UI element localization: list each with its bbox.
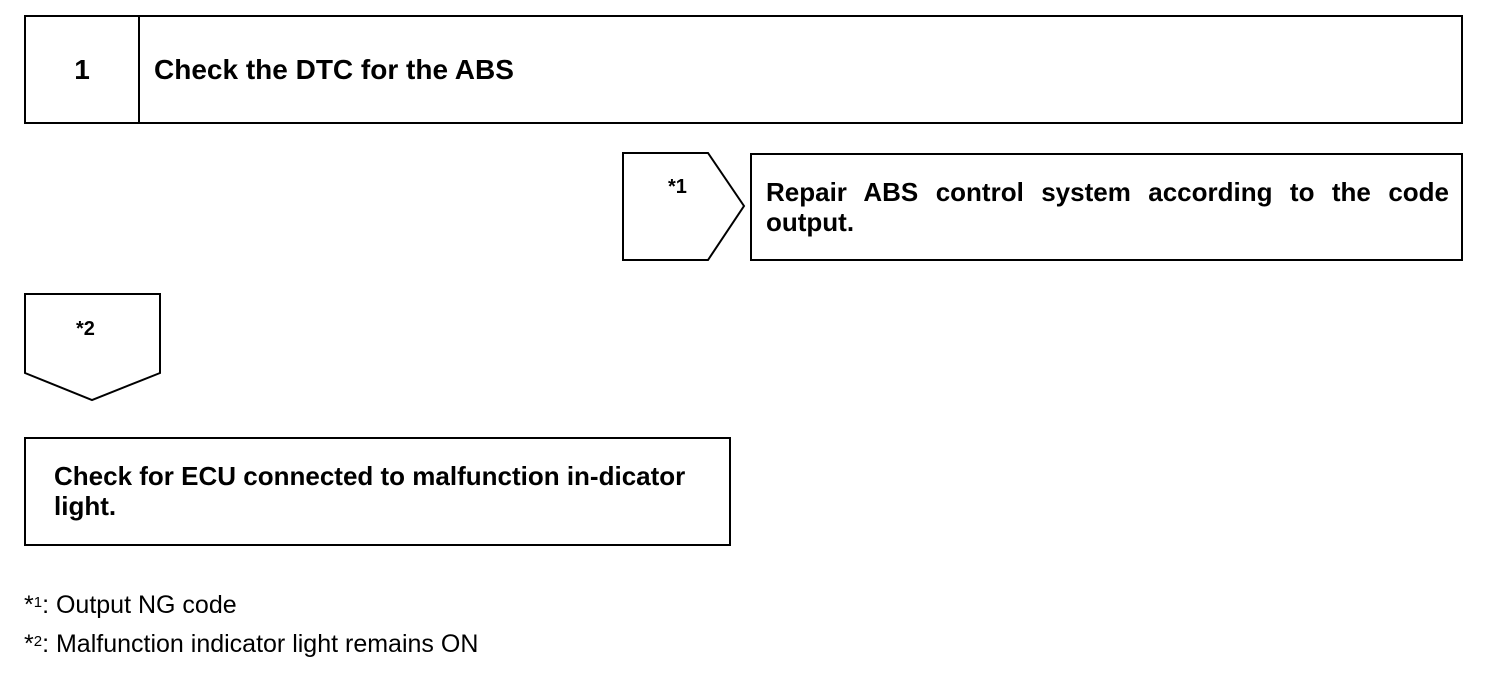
step-number: 1 bbox=[26, 17, 140, 122]
branch-down-label: *2 bbox=[76, 318, 95, 340]
repair-result-text: Repair ABS control system according to t… bbox=[766, 177, 1449, 237]
legend-mark: * bbox=[24, 630, 34, 658]
legend-sup: 2 bbox=[33, 633, 43, 650]
ecu-check-box: Check for ECU connected to malfunction i… bbox=[24, 437, 731, 546]
legend-item: *1: Output NG code bbox=[24, 590, 237, 620]
step-box: 1 Check the DTC for the ABS bbox=[24, 15, 1463, 124]
right-arrow-shape bbox=[622, 152, 746, 261]
legend-item: *2: Malfunction indicator light remains … bbox=[24, 629, 478, 659]
branch-right-label: *1 bbox=[668, 176, 687, 198]
legend-mark: * bbox=[24, 591, 34, 619]
repair-result-box: Repair ABS control system according to t… bbox=[750, 153, 1463, 261]
legend-text: : Output NG code bbox=[42, 591, 237, 619]
step-title: Check the DTC for the ABS bbox=[154, 53, 514, 85]
down-arrow-shape bbox=[24, 293, 161, 402]
ecu-check-text: Check for ECU connected to malfunction i… bbox=[54, 461, 686, 521]
legend-sup: 1 bbox=[33, 594, 43, 611]
legend-text: : Malfunction indicator light remains ON bbox=[42, 630, 479, 658]
